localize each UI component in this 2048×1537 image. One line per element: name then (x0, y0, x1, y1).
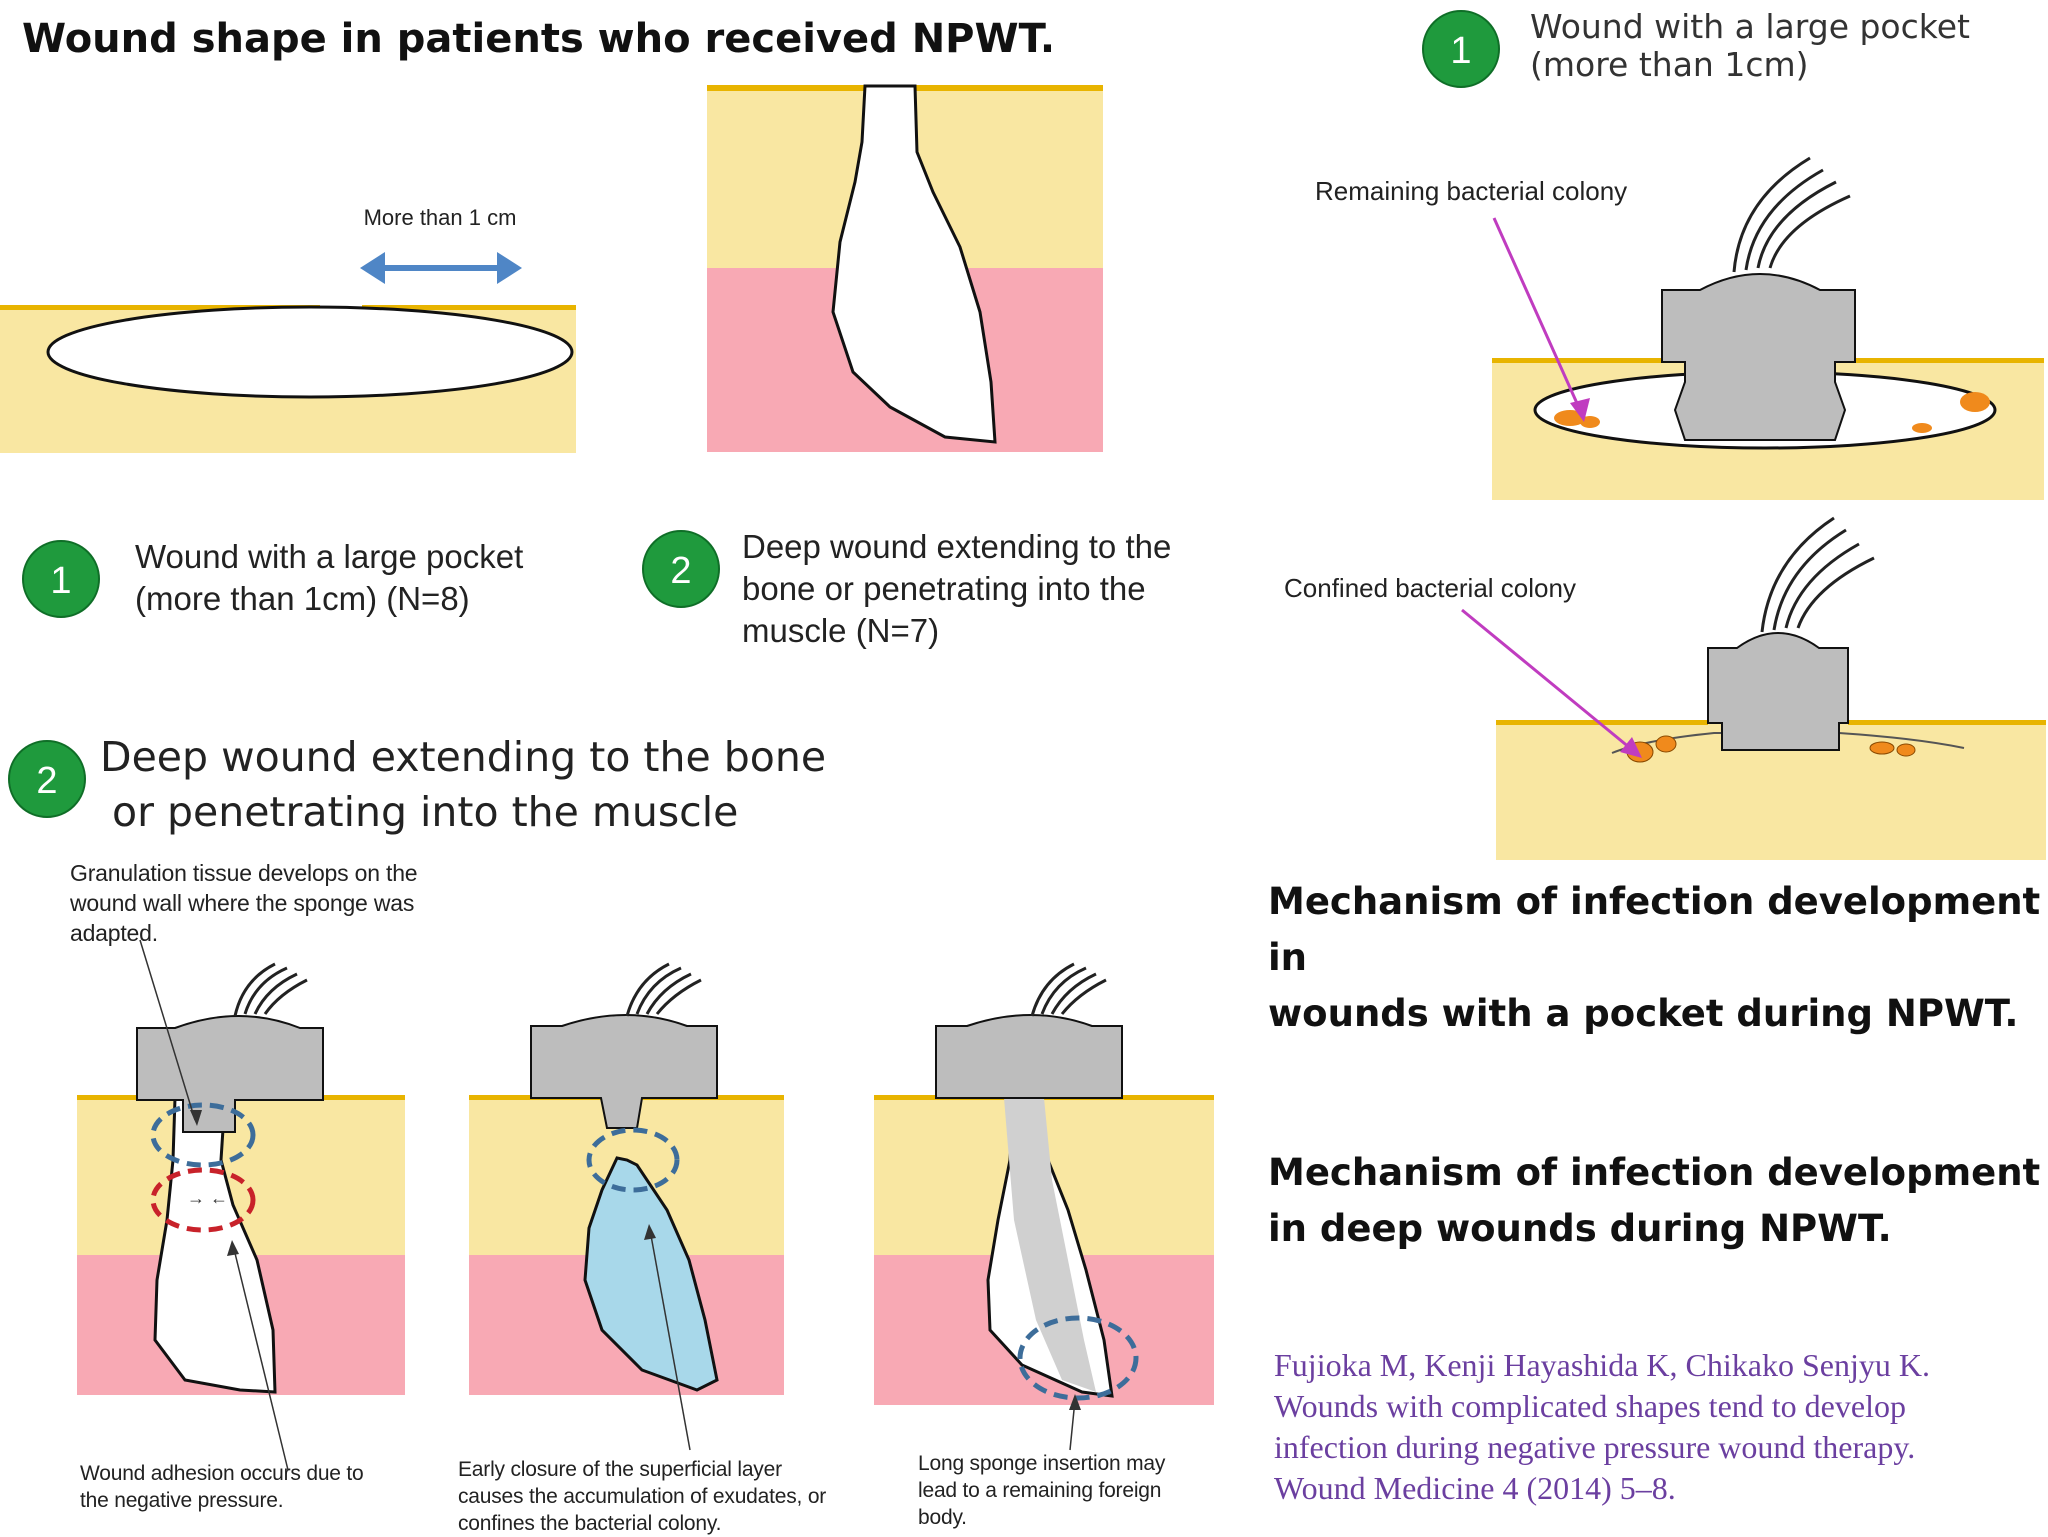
type1-label: Wound with a large pocket (more than 1cm… (135, 538, 524, 617)
colony-spot (1554, 410, 1586, 426)
pocket-cavity (46, 305, 574, 399)
pointer-arrow (1492, 217, 1590, 422)
colony-spot (1580, 416, 1600, 428)
sponge (136, 1015, 324, 1133)
drain-tubes (233, 962, 308, 1017)
colony-spot (1869, 741, 1895, 755)
skin-edge-left (0, 305, 320, 310)
badge-2-icon: 2 (642, 530, 720, 608)
mechanism-pocket-caption: Mechanism of infection development in wo… (1268, 880, 2041, 1035)
deep-adhesion-diagram: → ← (77, 962, 405, 1395)
deep-wound-cavity (153, 1096, 277, 1394)
long-sponge-caption: Long sponge insertion may lead to a rema… (918, 1452, 1166, 1529)
closure-caption: Early closure of the superficial layer c… (458, 1458, 827, 1535)
adhesion-ring (150, 1167, 256, 1233)
page-title: Wound shape in patients who received NPW… (22, 16, 1056, 62)
foreign-body-ring (1017, 1315, 1139, 1401)
badge-1-icon: 1 (22, 540, 100, 618)
exudate-cavity (583, 1156, 719, 1392)
svg-text:2: 2 (36, 760, 57, 802)
width-arrow-label: More than 1 cm (364, 205, 517, 230)
svg-text:1: 1 (1450, 30, 1471, 72)
svg-text:→ ←: → ← (187, 1188, 228, 1208)
type2-label: Deep wound extending to the bone or pene… (742, 528, 1172, 649)
confined-colony-label: Confined bacterial colony (1284, 573, 1576, 603)
deep-early-closure-diagram (469, 962, 784, 1395)
pocket-confined-colony-diagram (1496, 516, 2046, 860)
badge-2-icon: 2 (8, 740, 86, 818)
drain-tubes (1030, 962, 1107, 1017)
sponge (1707, 632, 1849, 751)
mechanism-deep-caption: Mechanism of infection development in de… (1268, 1151, 2041, 1250)
pocket-remaining-colony-diagram (1492, 156, 2044, 500)
svg-text:2: 2 (670, 550, 691, 592)
deep-long-sponge-diagram (874, 962, 1214, 1405)
drain-tubes (625, 962, 702, 1017)
sponge (935, 1014, 1123, 1099)
colony-spot (1960, 392, 1990, 412)
svg-text:1: 1 (50, 560, 71, 602)
sponge (530, 1014, 718, 1129)
drain-tubes (1760, 516, 1875, 633)
granulation-caption: Granulation tissue develops on the wound… (70, 860, 418, 946)
deep-wound-cavity (831, 84, 997, 444)
arrow-right-head (497, 252, 522, 284)
pointer-arrow (1461, 608, 1642, 758)
skin-edge-right (362, 305, 576, 310)
drain-tubes (1732, 156, 1851, 273)
citation: Fujioka M, Kenji Hayashida K, Chikako Se… (1274, 1347, 1930, 1506)
granulation-ring (150, 1102, 256, 1168)
sponge (1661, 273, 1856, 441)
deep-section-title: Deep wound extending to the bone or pene… (100, 733, 827, 836)
remaining-colony-label: Remaining bacterial colony (1315, 176, 1628, 206)
deep-wound-illustration (707, 84, 1103, 452)
pocket-wound-illustration: More than 1 cm (0, 205, 576, 453)
pocket-panel-title: Wound with a large pocket (more than 1cm… (1530, 7, 1970, 84)
colony-spot (1655, 735, 1677, 753)
badge-1-icon: 1 (1422, 10, 1500, 88)
colony-spot (1912, 423, 1932, 433)
arrow-left-head (360, 252, 385, 284)
closure-ring (586, 1127, 680, 1193)
adhesion-caption: Wound adhesion occurs due to the negativ… (80, 1462, 364, 1512)
colony-spot (1896, 743, 1916, 757)
